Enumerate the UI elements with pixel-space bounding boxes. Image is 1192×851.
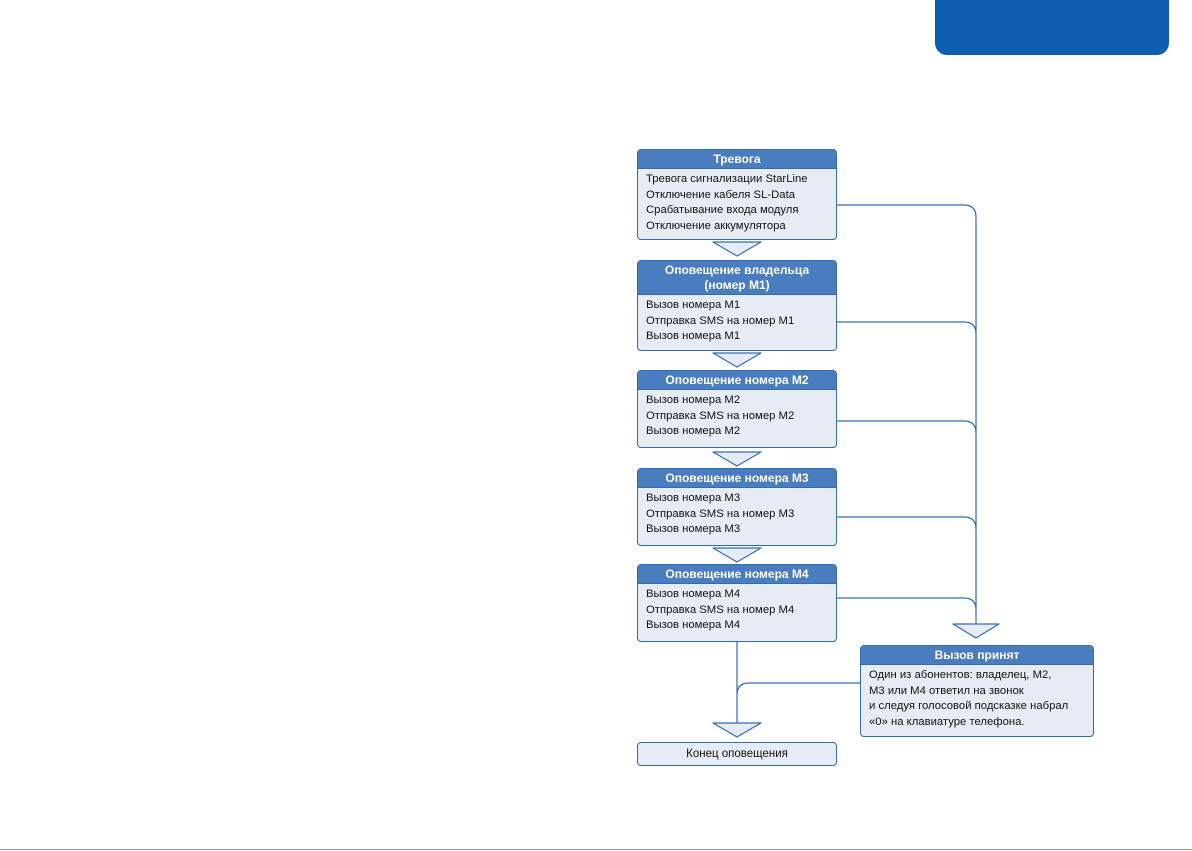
connector-accepted-to-end [736, 682, 860, 696]
page-corner-tab [935, 0, 1169, 55]
owner-notification-title: Оповещение владельца (номер М1) [638, 261, 836, 295]
owner-line: Отправка SMS на номер М1 [646, 314, 795, 327]
alarm-title: Тревога [638, 150, 836, 169]
flow-arrow-3 [712, 451, 762, 467]
m4-notification-box: Оповещение номера М4 Вызов номера М4 Отп… [637, 564, 837, 642]
connector-alarm-to-trunk [837, 204, 977, 625]
flow-arrow-4 [712, 547, 762, 563]
m3-line: Вызов номера М3 [646, 523, 741, 535]
end-of-notification-box: Конец оповещения [637, 742, 837, 766]
alarm-box: Тревога Тревога сигнализации StarLine От… [637, 149, 837, 240]
alarm-line: Тревога сигнализации StarLine [646, 173, 808, 185]
end-of-notification-label: Конец оповещения [686, 748, 788, 760]
owner-title-line: (номер М1) [704, 278, 770, 292]
m3-notification-title: Оповещение номера М3 [638, 469, 836, 488]
connector-m3-to-trunk [837, 516, 977, 530]
connector-m4-to-trunk [837, 597, 977, 611]
connector-m2-to-trunk [837, 420, 977, 434]
flow-arrow-2 [712, 352, 762, 368]
call-accepted-box: Вызов принят Один из абонентов: владелец… [860, 645, 1094, 737]
m3-notification-box: Оповещение номера М3 Вызов номера М3 Отп… [637, 468, 837, 546]
m4-line: Отправка SMS на номер М4 [646, 603, 795, 616]
m4-notification-title: Оповещение номера М4 [638, 565, 836, 584]
m2-line: Отправка SMS на номер М2 [646, 409, 795, 422]
owner-notification-box: Оповещение владельца (номер М1) Вызов но… [637, 260, 837, 351]
call-accepted-line: «0» на клавиатуре телефона. [869, 715, 1025, 728]
flow-arrow-1 [712, 241, 762, 257]
call-accepted-title: Вызов принят [861, 646, 1093, 665]
alarm-line: Отключение аккумулятора [646, 219, 786, 232]
m2-notification-title: Оповещение номера М2 [638, 371, 836, 390]
m3-line: Вызов номера М3 [646, 492, 741, 504]
m3-line: Отправка SMS на номер М3 [646, 507, 795, 520]
flow-arrow-to-end [712, 722, 762, 738]
call-accepted-line: и следуя голосовой подсказке набрал [869, 700, 1069, 712]
flow-arrow-to-accepted [952, 623, 1000, 639]
bottom-rule [0, 849, 1192, 850]
alarm-line: Отключение кабеля SL-Data [646, 188, 795, 201]
call-accepted-line: Один из абонентов: владелец, М2, [869, 669, 1052, 681]
connector-owner-to-trunk [837, 321, 977, 335]
alarm-line: Срабатывание входа модуля [646, 204, 799, 216]
owner-title-line: Оповещение владельца [664, 263, 810, 277]
call-accepted-line: М3 или М4 ответил на звонок [869, 684, 1024, 697]
m4-line: Вызов номера М4 [646, 588, 741, 600]
owner-line: Вызов номера М1 [646, 330, 741, 342]
m2-line: Вызов номера М2 [646, 425, 741, 437]
m2-line: Вызов номера М2 [646, 394, 741, 406]
m2-notification-box: Оповещение номера М2 Вызов номера М2 Отп… [637, 370, 837, 448]
m4-line: Вызов номера М4 [646, 619, 741, 631]
owner-line: Вызов номера М1 [646, 299, 741, 311]
